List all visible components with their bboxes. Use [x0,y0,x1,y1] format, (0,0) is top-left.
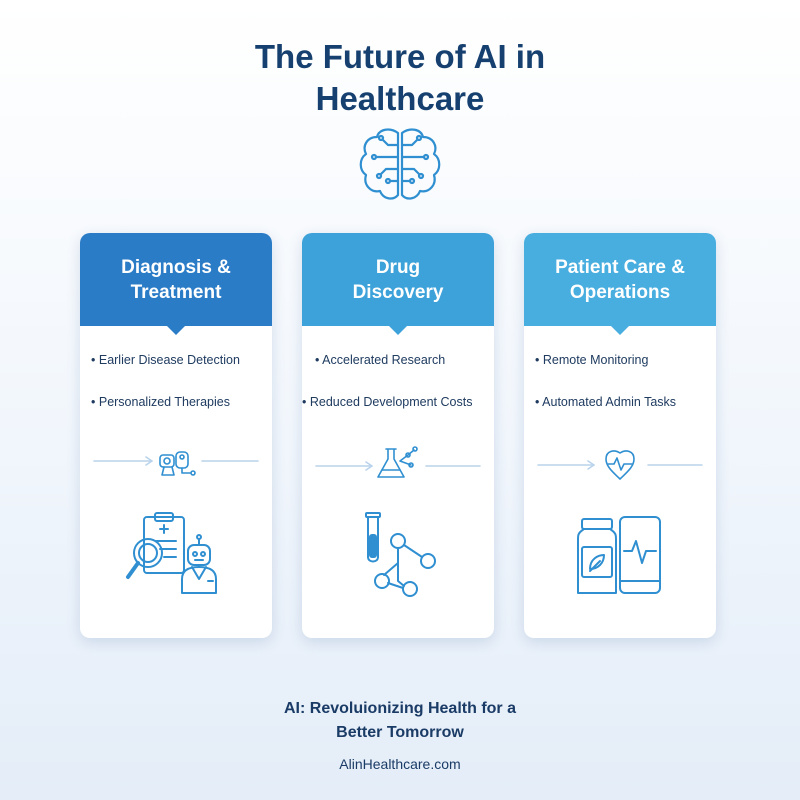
bullet-item: Automated Admin Tasks [535,395,716,437]
bullet-item: Reduced Development Costs [302,395,494,437]
card-heading-line-1: Diagnosis & [121,256,231,278]
card-diagnosis-treatment: Diagnosis & Treatment Earlier Disease De… [80,233,272,638]
connector-arrow [315,446,481,478]
card-heading-line-2: Operations [569,281,671,303]
bullet-item: Accelerated Research [315,353,494,395]
card-drug-discovery: Drug Discovery Accelerated Research Redu… [302,233,494,638]
heart-shield-pulse-icon [605,450,635,480]
tagline-line-2: Better Tomorrow [336,724,464,741]
title-line-1: The Future of AI in [254,38,546,75]
card-heading-line-2: Discovery [352,281,444,303]
title-line-2: Healthcare [315,80,485,117]
robot-camera-icon [159,451,196,476]
bullet-item: Remote Monitoring [535,353,716,395]
connector-arrow [537,450,703,480]
page-title: The Future of AI in Healthcare [0,36,800,120]
card-heading-line-2: Treatment [130,281,222,303]
tagline-line-1: AI: Revoluionizing Health for a [283,700,516,717]
card-header: Patient Care & Operations [524,233,716,335]
bullet-item: Personalized Therapies [91,395,272,437]
tagline: AI: Revoluionizing Health for a Better T… [0,697,800,745]
medicine-bottle-tablet-icon [577,516,661,594]
card-heading-line-1: Patient Care & [555,256,685,278]
card-header: Diagnosis & Treatment [80,233,272,335]
bullet-item: Earlier Disease Detection [91,353,272,395]
clipboard-magnifier-robot-icon [126,512,217,594]
bullet-list: Remote Monitoring Automated Admin Tasks [524,353,716,437]
flask-network-icon [377,446,418,478]
bullet-list: Accelerated Research Reduced Development… [302,353,494,437]
test-tube-molecule-icon [365,512,436,597]
connector-arrow [93,451,259,476]
brain-circuit-icon [359,128,441,200]
bullet-list: Earlier Disease Detection Personalized T… [80,353,272,437]
website-url: AlinHealthcare.com [339,756,461,772]
card-header: Drug Discovery [302,233,494,335]
card-patient-care-operations: Patient Care & Operations Remote Monitor… [524,233,716,638]
card-heading-line-1: Drug [375,256,421,278]
